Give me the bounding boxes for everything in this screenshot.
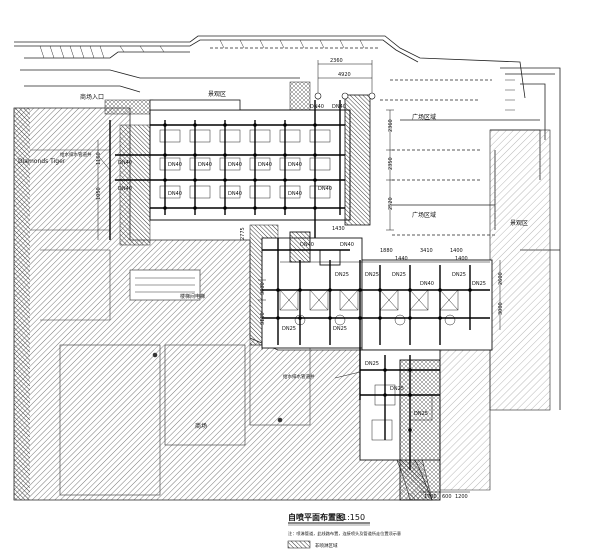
drawing-title: 自喷平面布置图 [288,512,344,522]
pipe-label: DN40 [340,242,354,248]
pipe-label: DN40 [118,186,132,192]
sprinkler-pipes-upper [109,100,345,250]
area-label-top-room: 景观区 [208,91,226,98]
title-block: 自喷平面布置图 1:150 注：喷淋管道，此线路布置，连接喷头及管道所走位置须示… [287,512,401,549]
riser-note-bottom: 给水排水管道井 [283,373,315,380]
pipe-label: DN40 [168,191,182,197]
legend-label: 非喷淋区域 [315,542,338,549]
pipe-label: DN40 [258,162,272,168]
area-label-plaza-mid: 广场区域 [412,211,436,219]
pipe-label: DN40 [420,281,434,287]
dim-text: 1400 [455,256,468,262]
lower-rooms [261,231,493,501]
riser-leader-bottom: 给水排水管道井 [283,371,361,380]
sprinkler-heads-lower [276,288,472,432]
dim-text: 2360 [330,58,343,64]
dim-text: 2775 [240,227,246,240]
pipe-label: DN40 [300,242,314,248]
pipe-label: DN40 [118,160,132,166]
riser-note-left: 给水排水管道井 [60,151,92,158]
pipe-label: DN25 [452,272,466,278]
pipe-label: DN25 [333,326,347,332]
dim-text: 1160 [96,152,102,165]
dim-text: 1430 [332,226,345,232]
pipe-label: DN25 [472,281,486,287]
riser-leader-left: 给水排水管道井 [60,151,111,171]
pipe-label: DN40 [310,104,324,110]
pipe-label: DN40 [288,162,302,168]
dim-text: 3000 [260,282,266,295]
pipe-label: DN40 [168,162,182,168]
area-label-landscape: 景观区 [510,220,528,227]
dim-text: 2360 [388,119,394,132]
hatched-regions [13,81,551,501]
dim-text: 4920 [338,72,351,78]
dim-text: 1880 [380,248,393,254]
pipe-label: DN40 [318,186,332,192]
area-label-stair: 楼梯间电梯 [180,293,205,300]
drawing-note: 注：喷淋管道，此线路布置，连接喷头及管道所走位置须示意 [288,530,401,537]
pipe-label: DN40 [228,162,242,168]
dim-text: 2350 [388,157,394,170]
dimension-texts: 2360 4920 2360 2350 1160 1050 2775 1430 … [96,58,504,500]
dim-text: 1200 [455,494,468,500]
dim-text: 3410 [420,248,433,254]
area-label-mall-entrance: 商场入口 [80,93,104,101]
pipe-label: DN25 [414,411,428,417]
area-label-store: Diamonds Tiger [18,158,66,165]
dim-text: 2520 [388,197,394,210]
pipe-label: DN25 [390,386,404,392]
dim-text: 1050 [96,187,102,200]
legend-swatch [287,540,311,549]
area-label-plaza-top: 广场区域 [412,113,436,121]
pipe-label: DN40 [198,162,212,168]
dim-text: 1400 [450,248,463,254]
dim-text: 3000 [498,302,504,315]
pipe-label: DN25 [365,361,379,367]
pipe-label: DN25 [392,272,406,278]
pipe-label: DN25 [335,272,349,278]
gridline-markers [314,92,376,100]
pipe-label: DN40 [288,191,302,197]
pipe-label: DN25 [282,326,296,332]
drawing-scale: 1:150 [342,513,365,522]
upper-room [149,94,371,226]
area-label-hall: 商场 [195,422,207,430]
dim-text: 2600 [498,272,504,285]
pipe-label: DN40 [332,104,346,110]
pipe-labels: DN40 DN40 DN40 DN40 DN40 DN40 DN40 DN40 … [118,104,486,417]
roof-ticks [39,39,515,111]
dim-text: 1790 [424,494,437,500]
dim-text: 600 [442,494,452,500]
sprinkler-heads-upper [163,123,317,210]
dim-text: 1440 [395,256,408,262]
dim-text: 3150 [260,312,266,325]
pipe-label: DN40 [228,191,242,197]
pipe-label: DN25 [365,272,379,278]
